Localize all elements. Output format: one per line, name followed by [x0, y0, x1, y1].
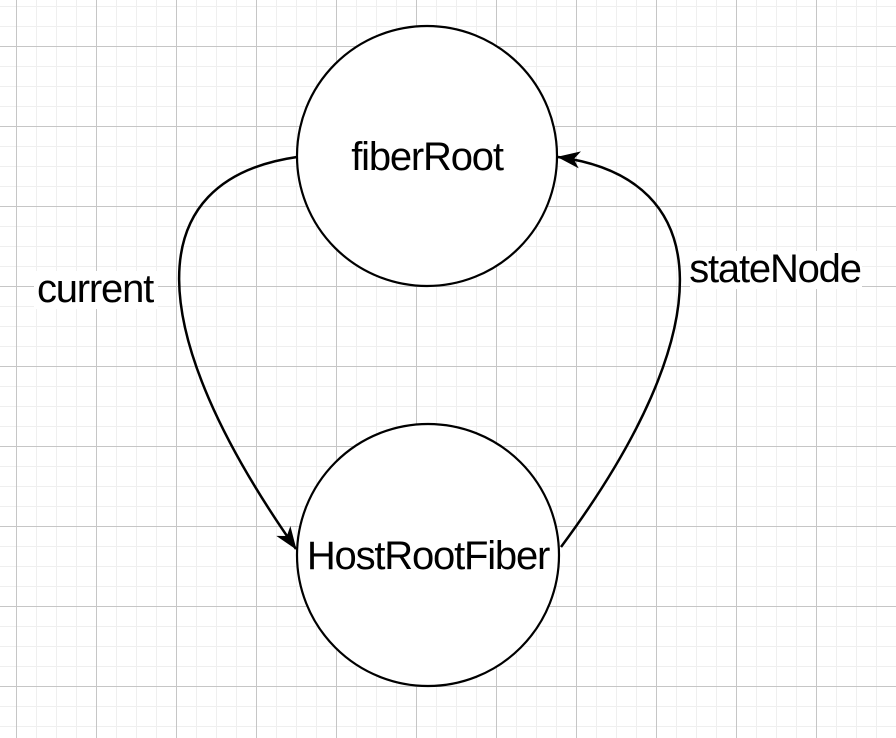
edge-current-path	[178, 155, 298, 550]
edge-statenode-label-bg	[690, 251, 862, 289]
edge-current-label: current	[37, 267, 154, 311]
node-hostrootfiber: HostRootFiber	[295, 422, 561, 688]
edge-statenode-label: stateNode	[689, 247, 861, 291]
node-circle-fiberroot	[295, 24, 559, 288]
edge-statenode: stateNode	[557, 151, 862, 548]
node-label-fiberroot: fiberRoot	[351, 135, 504, 179]
node-circle-hostrootfiber	[295, 422, 561, 688]
node-label-hostrootfiber: HostRootFiber	[307, 534, 550, 578]
edge-current: current	[34, 155, 298, 550]
edge-statenode-path	[557, 151, 682, 548]
node-fiberroot: fiberRoot	[295, 24, 559, 288]
edge-current-label-bg	[34, 271, 158, 309]
